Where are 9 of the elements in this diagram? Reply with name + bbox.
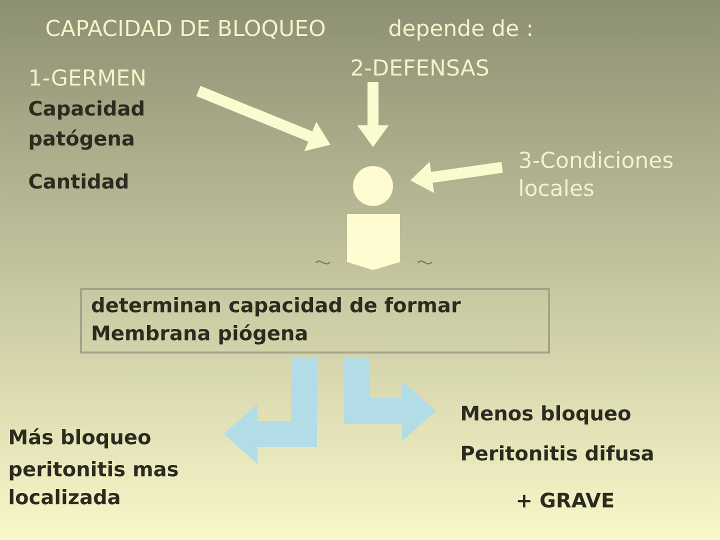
label-text: 3-Condiciones locales	[520, 151, 673, 196]
label-text: Más bloqueo peritonitis mas localizada	[10, 428, 178, 504]
label-text: 2-DEFENSAS	[352, 59, 488, 76]
label-text: 1-GERMEN Capacidad patógena Cantidad	[29, 69, 144, 189]
subtitle: depende de :	[389, 19, 531, 41]
process-box: determinan capacidad de formar Membrana piógena	[80, 288, 550, 354]
person-figure	[316, 166, 432, 270]
label-text: Menos bloqueo Peritonitis difusa + GRAVE	[462, 405, 653, 508]
title: CAPACIDAD DE BLOQUEO	[46, 20, 325, 39]
